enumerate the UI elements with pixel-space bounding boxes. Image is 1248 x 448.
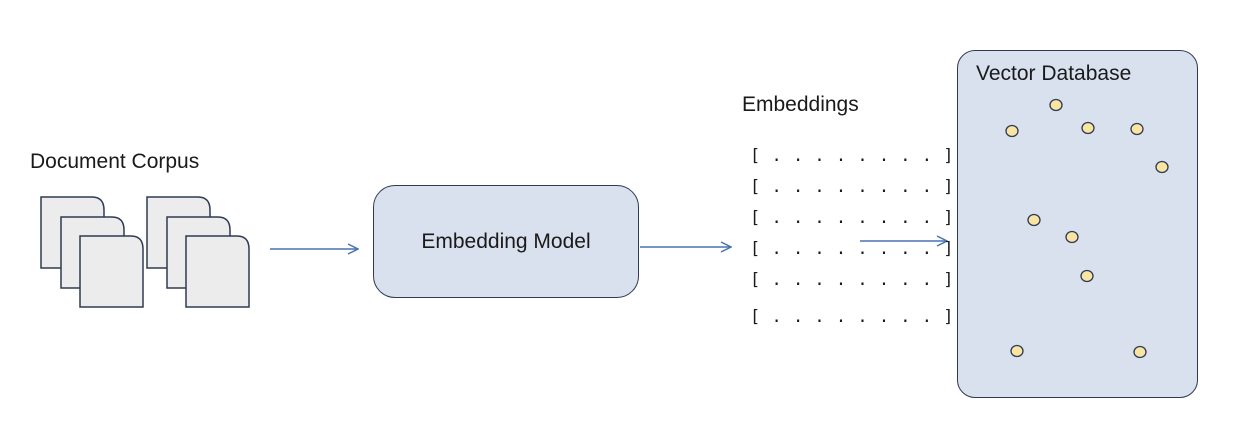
document-icon	[185, 235, 250, 308]
vector-database-box: Vector Database	[957, 50, 1198, 398]
document-icon	[79, 235, 144, 308]
vector-point	[1080, 121, 1095, 134]
document-stack-right	[146, 196, 250, 308]
vector-point	[1048, 98, 1063, 111]
embedding-model-box: Embedding Model	[373, 185, 639, 298]
vector-point	[1004, 124, 1019, 137]
embedding-vector-row: [ . . . . . . . . ]	[750, 146, 954, 166]
embedding-vector-row: [ . . . . . . . . ]	[750, 239, 954, 259]
vector-point	[1064, 230, 1079, 243]
embedding-vector-row: [ . . . . . . . . ]	[750, 177, 954, 197]
vector-points	[1004, 98, 1169, 358]
document-corpus-label: Document Corpus	[30, 150, 200, 173]
embedding-model-label: Embedding Model	[421, 229, 591, 253]
vector-database-label: Vector Database	[976, 62, 1132, 85]
vector-point	[1026, 213, 1041, 226]
vector-point	[1132, 345, 1147, 358]
vector-point	[1009, 344, 1024, 357]
vector-point	[1079, 269, 1094, 282]
vector-point	[1129, 122, 1144, 135]
embedding-vector-row: [ . . . . . . . . ]	[750, 307, 954, 327]
document-stack-left	[40, 196, 144, 308]
embeddings-label: Embeddings	[742, 93, 859, 116]
vector-point	[1154, 160, 1169, 173]
embedding-vector-row: [ . . . . . . . . ]	[750, 208, 954, 228]
embedding-vector-row: [ . . . . . . . . ]	[750, 270, 954, 290]
